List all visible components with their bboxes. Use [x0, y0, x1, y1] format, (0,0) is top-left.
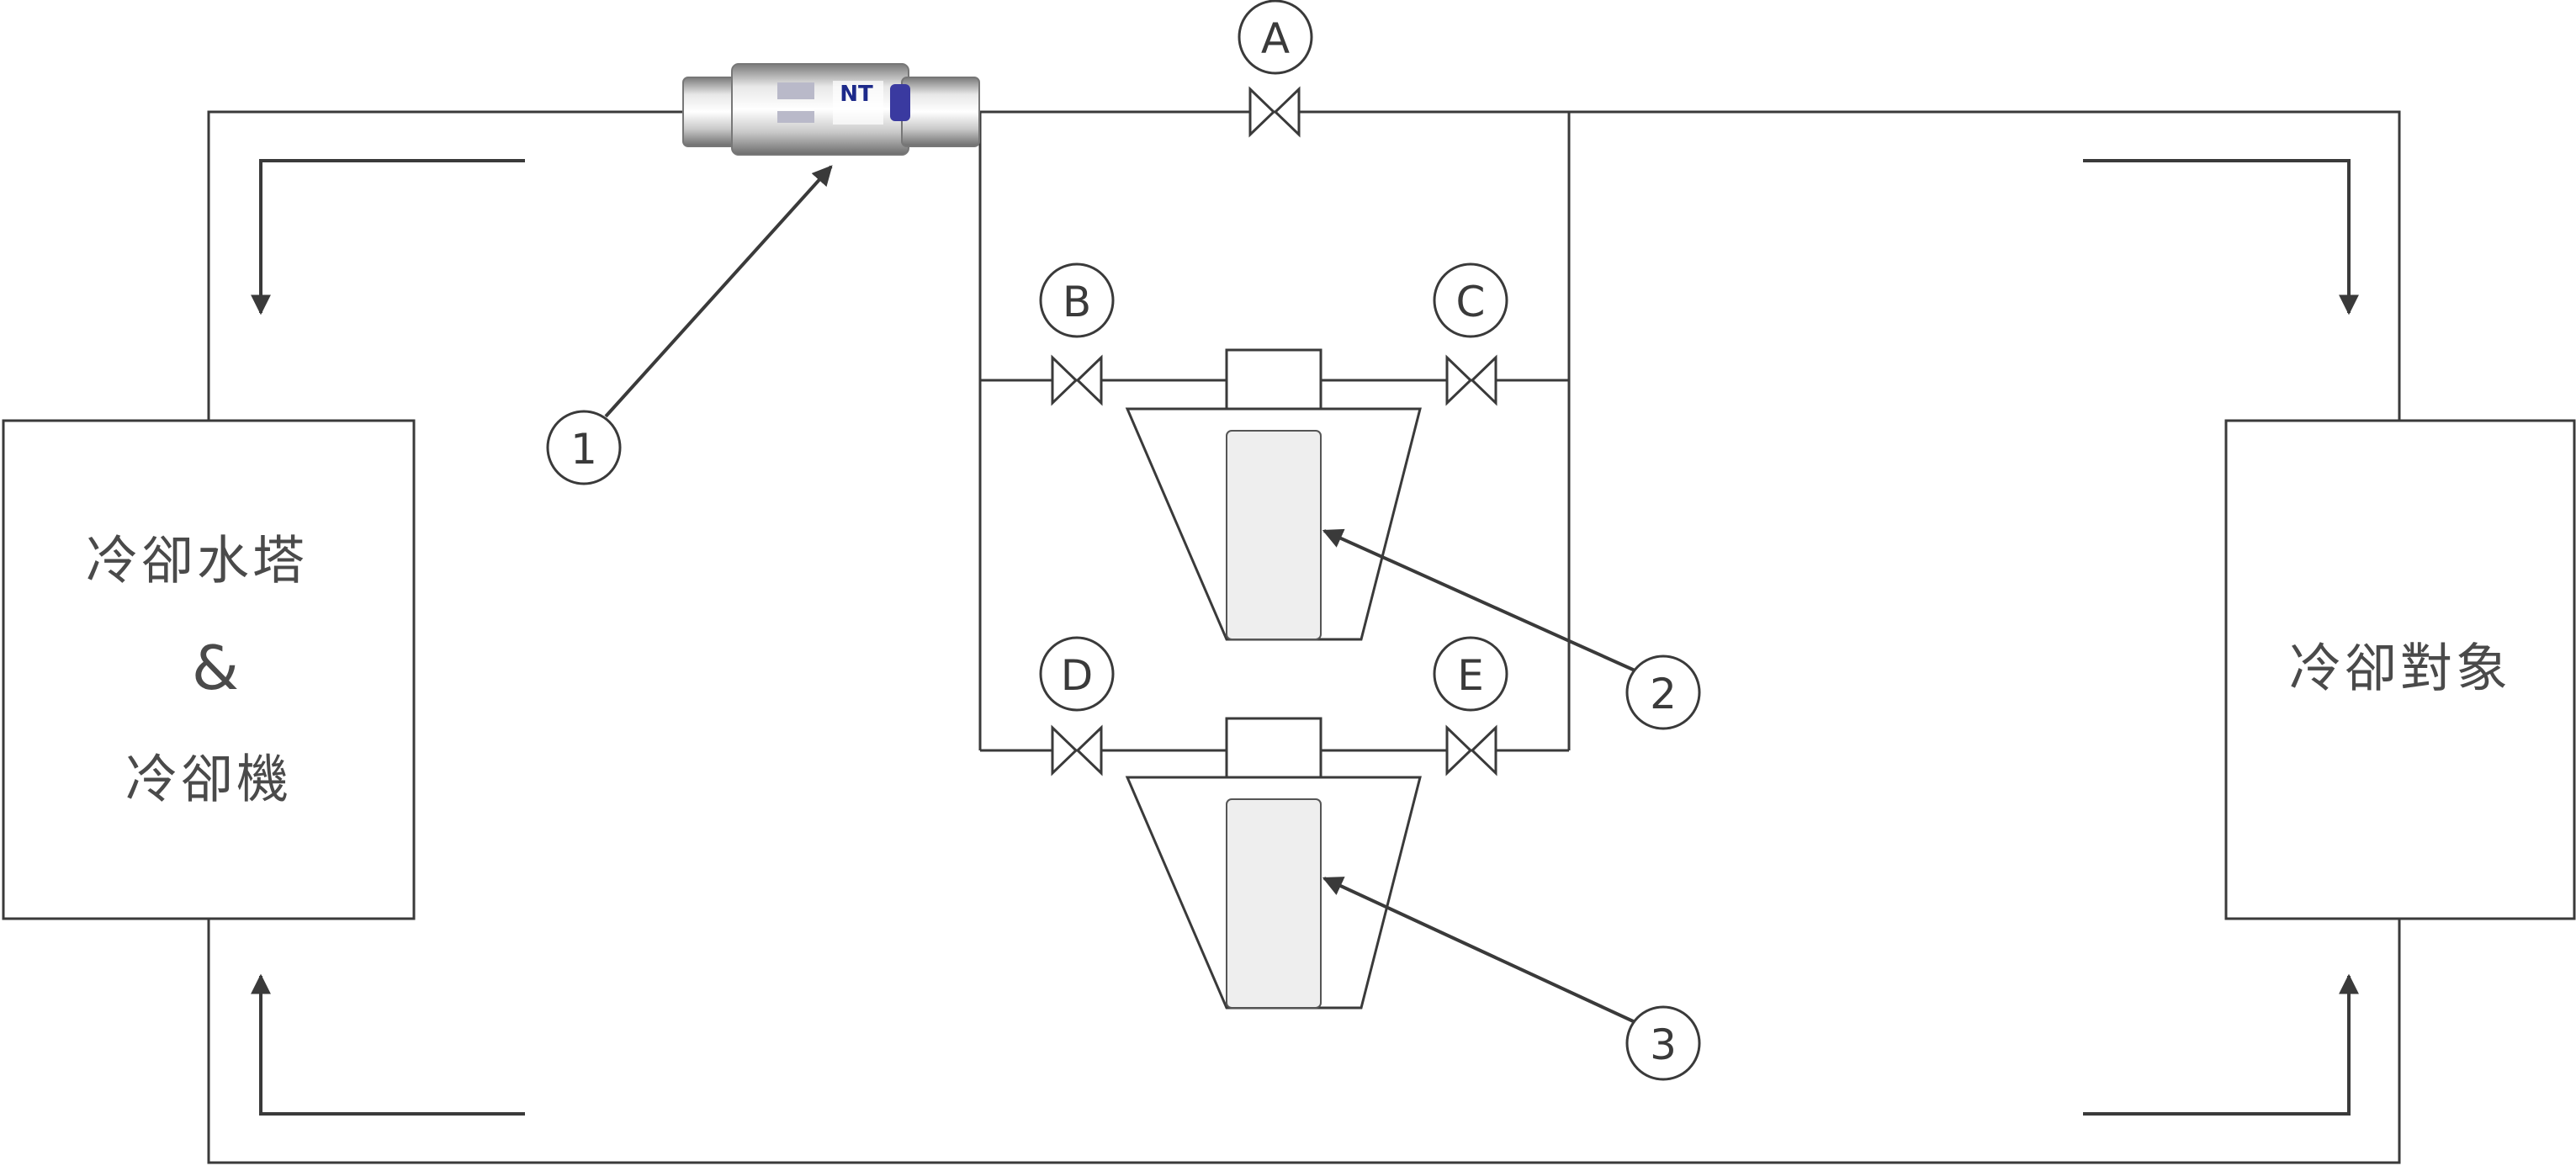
- svg-text:E: E: [1457, 651, 1484, 700]
- inline-device-image: NT: [682, 63, 980, 156]
- valve-label-e: E: [1433, 636, 1508, 712]
- pipe-loop: [207, 110, 2401, 1164]
- svg-text:2: 2: [1650, 670, 1677, 718]
- flow-arrows: [251, 159, 2359, 1116]
- device-logo: NT: [840, 82, 873, 107]
- cooling-target-label: 冷卻對象: [2289, 638, 2511, 699]
- svg-text:A: A: [1261, 14, 1290, 63]
- filter-housing-2: [1125, 348, 1422, 641]
- valve-label-c: C: [1433, 262, 1508, 338]
- valve-a: [1248, 86, 1301, 138]
- callout-leaders: [604, 165, 1641, 1026]
- filter-cartridge-3: [1226, 798, 1322, 1009]
- valve-label-d: D: [1039, 636, 1115, 712]
- valve-e: [1445, 724, 1497, 776]
- cooling-tower-chiller-box: 冷卻水塔 & 冷卻機: [2, 419, 416, 920]
- ampersand-label: &: [192, 633, 239, 703]
- flow-arrow-bottom-right: [2083, 973, 2359, 1116]
- callout-3: 3: [1625, 1005, 1701, 1081]
- filter-housing-3: [1125, 717, 1422, 1010]
- svg-text:C: C: [1456, 278, 1486, 326]
- svg-text:B: B: [1063, 278, 1091, 326]
- valve-label-b: B: [1039, 262, 1115, 338]
- flow-arrow-top-left: [251, 159, 525, 315]
- svg-text:D: D: [1061, 651, 1094, 700]
- cooling-target-box: 冷卻對象: [2224, 419, 2576, 920]
- leader-line-2: [1322, 528, 1641, 675]
- cooling-tower-label: 冷卻水塔: [86, 530, 308, 591]
- valve-b: [1051, 354, 1103, 406]
- filter-cartridge-2: [1226, 430, 1322, 640]
- callout-1: 1: [546, 410, 622, 485]
- chiller-label: 冷卻機: [125, 749, 292, 810]
- leader-line-1: [604, 165, 833, 418]
- valve-d: [1051, 724, 1103, 776]
- svg-text:1: 1: [570, 425, 597, 474]
- leader-line-3: [1322, 877, 1641, 1026]
- filter-branch-piping: [978, 112, 1571, 752]
- valve-c: [1445, 354, 1497, 406]
- svg-text:3: 3: [1650, 1020, 1677, 1069]
- valve-label-a: A: [1238, 0, 1313, 75]
- flow-arrow-bottom-left: [251, 973, 525, 1116]
- flow-arrow-top-right: [2083, 159, 2359, 315]
- callout-2: 2: [1625, 655, 1701, 730]
